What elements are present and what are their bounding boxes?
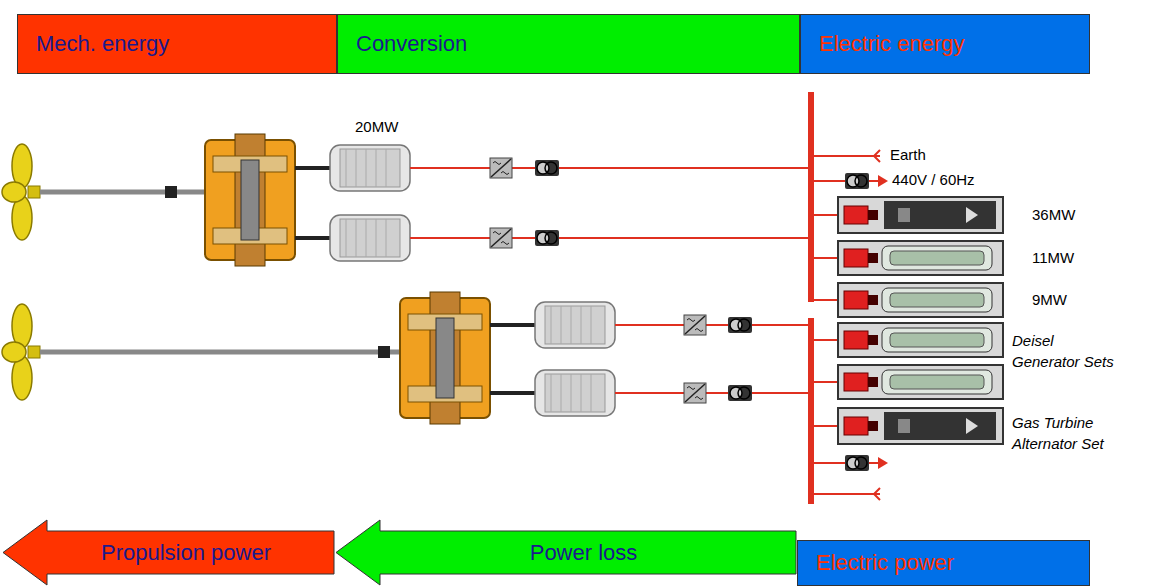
unit-label: Deisel Generator Sets (1012, 330, 1122, 372)
band-text: Electric energy (819, 31, 965, 57)
rating-label: 440V / 60Hz (892, 171, 975, 188)
band-text: Conversion (356, 31, 467, 57)
energy-box: Electric power (797, 540, 1090, 586)
band-text: Electric power (816, 550, 954, 576)
rating-label: Earth (890, 146, 926, 163)
energy-band: Conversion (337, 14, 800, 74)
rating-label: 11MW (1032, 249, 1074, 266)
flow-arrow: Power loss (335, 519, 797, 586)
band-text: Propulsion power (101, 540, 271, 566)
band-text: Power loss (530, 540, 638, 566)
rating-label: 9MW (1032, 291, 1067, 308)
rating-label: 36MW (1032, 206, 1075, 223)
flow-arrow: Propulsion power (2, 519, 335, 586)
unit-label: Gas Turbine Alternator Set (1012, 412, 1152, 454)
energy-band: Electric energy (800, 14, 1090, 74)
band-text: Mech. energy (36, 31, 169, 57)
rating-label: 20MW (355, 118, 398, 135)
energy-band: Mech. energy (17, 14, 337, 74)
